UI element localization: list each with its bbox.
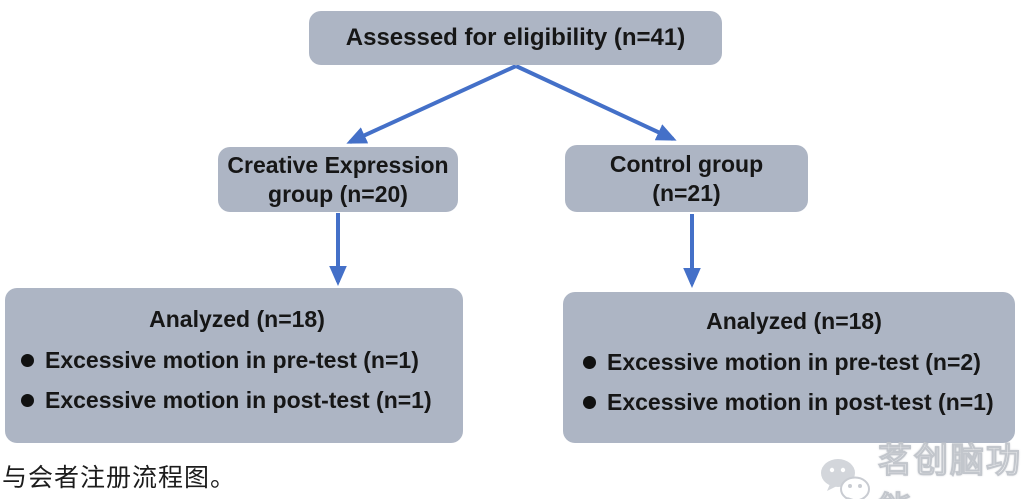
bullet-icon xyxy=(21,354,34,367)
list-item: Excessive motion in post-test (n=1) xyxy=(21,387,453,414)
bullet-icon xyxy=(21,394,34,407)
arrow-eligibility-to-control xyxy=(515,64,677,141)
bullet-icon xyxy=(583,396,596,409)
creative-analyzed-box: Analyzed (n=18) Excessive motion in pre-… xyxy=(5,288,463,443)
list-item: Excessive motion in pre-test (n=1) xyxy=(21,347,453,374)
list-item: Excessive motion in post-test (n=1) xyxy=(583,389,1005,416)
creative-group-box: Creative Expression group (n=20) xyxy=(218,147,458,212)
list-item: Excessive motion in pre-test (n=2) xyxy=(583,349,1005,376)
wechat-logo-icon xyxy=(821,459,870,499)
eligibility-box: Assessed for eligibility (n=41) xyxy=(309,11,722,65)
watermark: 茗创脑功能 xyxy=(818,433,1024,499)
creative-group-box-line2: group (n=20) xyxy=(268,180,408,207)
creative-analyzed-title: Analyzed (n=18) xyxy=(149,306,325,332)
creative-analyzed-bullet-1: Excessive motion in pre-test (n=1) xyxy=(45,347,419,373)
arrow-eligibility-to-creative xyxy=(346,64,517,144)
watermark-text: 茗创脑功能 xyxy=(878,442,1022,499)
creative-group-box-line1: Creative Expression xyxy=(227,151,449,178)
control-analyzed-box: Analyzed (n=18) Excessive motion in pre-… xyxy=(563,292,1015,443)
bullet-icon xyxy=(583,356,596,369)
control-group-box-line2: (n=21) xyxy=(652,179,721,206)
control-analyzed-bullet-1: Excessive motion in pre-test (n=2) xyxy=(607,349,981,375)
control-analyzed-title: Analyzed (n=18) xyxy=(706,308,882,334)
control-group-box-line1: Control group xyxy=(609,150,764,177)
figure-caption: 与会者注册流程图。 xyxy=(2,464,237,492)
creative-analyzed-bullet-2: Excessive motion in post-test (n=1) xyxy=(45,387,432,413)
control-group-box: Control group (n=21) xyxy=(565,145,808,212)
eligibility-box-label: Assessed for eligibility (n=41) xyxy=(345,24,686,51)
control-analyzed-bullet-2: Excessive motion in post-test (n=1) xyxy=(607,389,994,415)
